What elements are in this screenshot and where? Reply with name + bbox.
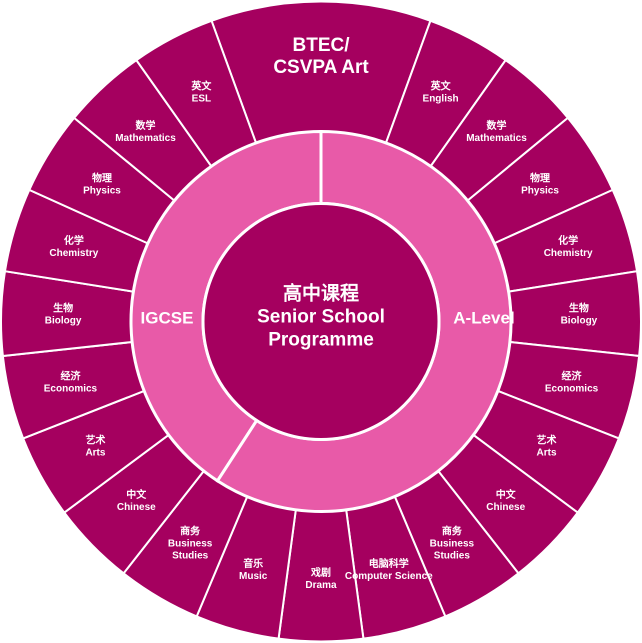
outer-label-line: 中文 bbox=[496, 488, 517, 501]
outer-label-line: 英文 bbox=[430, 79, 452, 92]
outer-label-line: 英文 bbox=[190, 79, 212, 92]
center-hub bbox=[201, 202, 441, 441]
outer-label-line: Chinese bbox=[117, 502, 156, 513]
outer-label-line: 商务 bbox=[442, 524, 463, 537]
outer-label-btec: BTEC/CSVPA Art bbox=[273, 35, 369, 78]
outer-label-line: Mathematics bbox=[115, 133, 176, 144]
outer-label-line: Biology bbox=[561, 316, 598, 327]
outer-label-line: Economics bbox=[44, 384, 98, 395]
outer-label-line: Physics bbox=[521, 186, 559, 197]
outer-label-line: Mathematics bbox=[466, 133, 527, 144]
outer-label-line: Arts bbox=[85, 447, 105, 458]
outer-label-line: Physics bbox=[83, 186, 121, 197]
outer-label-line: Business bbox=[430, 538, 475, 549]
outer-label-line: Music bbox=[239, 571, 268, 582]
outer-label-line: 生物 bbox=[569, 302, 589, 315]
outer-label-line: 化学 bbox=[64, 234, 84, 247]
center-title-line1: Senior School bbox=[257, 307, 385, 328]
outer-label-line: ESL bbox=[192, 93, 211, 104]
center-title-chinese: 高中课程 bbox=[283, 282, 359, 305]
alevel-label: A-Level bbox=[453, 309, 514, 328]
outer-label-line: 中文 bbox=[126, 488, 147, 501]
outer-label-line: Drama bbox=[305, 580, 337, 591]
outer-label-line: Chemistry bbox=[544, 248, 593, 259]
outer-label-line: English bbox=[423, 93, 459, 104]
outer-label-line: Business bbox=[168, 538, 213, 549]
outer-label-line: Biology bbox=[45, 316, 82, 327]
outer-label-line: 经济 bbox=[562, 370, 583, 383]
outer-label-line: Arts bbox=[537, 447, 557, 458]
outer-label-line: Studies bbox=[434, 550, 471, 561]
outer-label-line: 数学 bbox=[136, 119, 156, 132]
outer-label-line: BTEC/ bbox=[293, 35, 351, 56]
outer-label-line: Chinese bbox=[486, 502, 525, 513]
outer-label-line: Computer Science bbox=[345, 571, 433, 582]
labels: IGCSE A-Level 高中课程 Senior School Program… bbox=[44, 35, 599, 591]
outer-label-line: 商务 bbox=[180, 524, 201, 537]
outer-label-line: CSVPA Art bbox=[273, 57, 369, 78]
outer-label-line: 艺术 bbox=[85, 433, 105, 446]
outer-label-line: 物理 bbox=[530, 172, 550, 185]
center-title-line2: Programme bbox=[268, 330, 374, 351]
outer-label-line: Economics bbox=[545, 384, 599, 395]
outer-label-line: 音乐 bbox=[243, 557, 263, 570]
outer-label-line: 化学 bbox=[558, 234, 578, 247]
outer-label-line: 经济 bbox=[60, 370, 81, 383]
outer-label-line: Chemistry bbox=[49, 248, 98, 259]
outer-label-line: 生物 bbox=[53, 302, 73, 315]
outer-label-line: 艺术 bbox=[537, 433, 557, 446]
outer-label-line: 物理 bbox=[92, 172, 112, 185]
outer-label-line: Studies bbox=[172, 550, 209, 561]
igcse-label: IGCSE bbox=[141, 309, 194, 328]
outer-label-line: 数学 bbox=[486, 119, 506, 132]
outer-label-line: 戏剧 bbox=[310, 566, 331, 579]
outer-label-line: 电脑科学 bbox=[369, 557, 409, 570]
